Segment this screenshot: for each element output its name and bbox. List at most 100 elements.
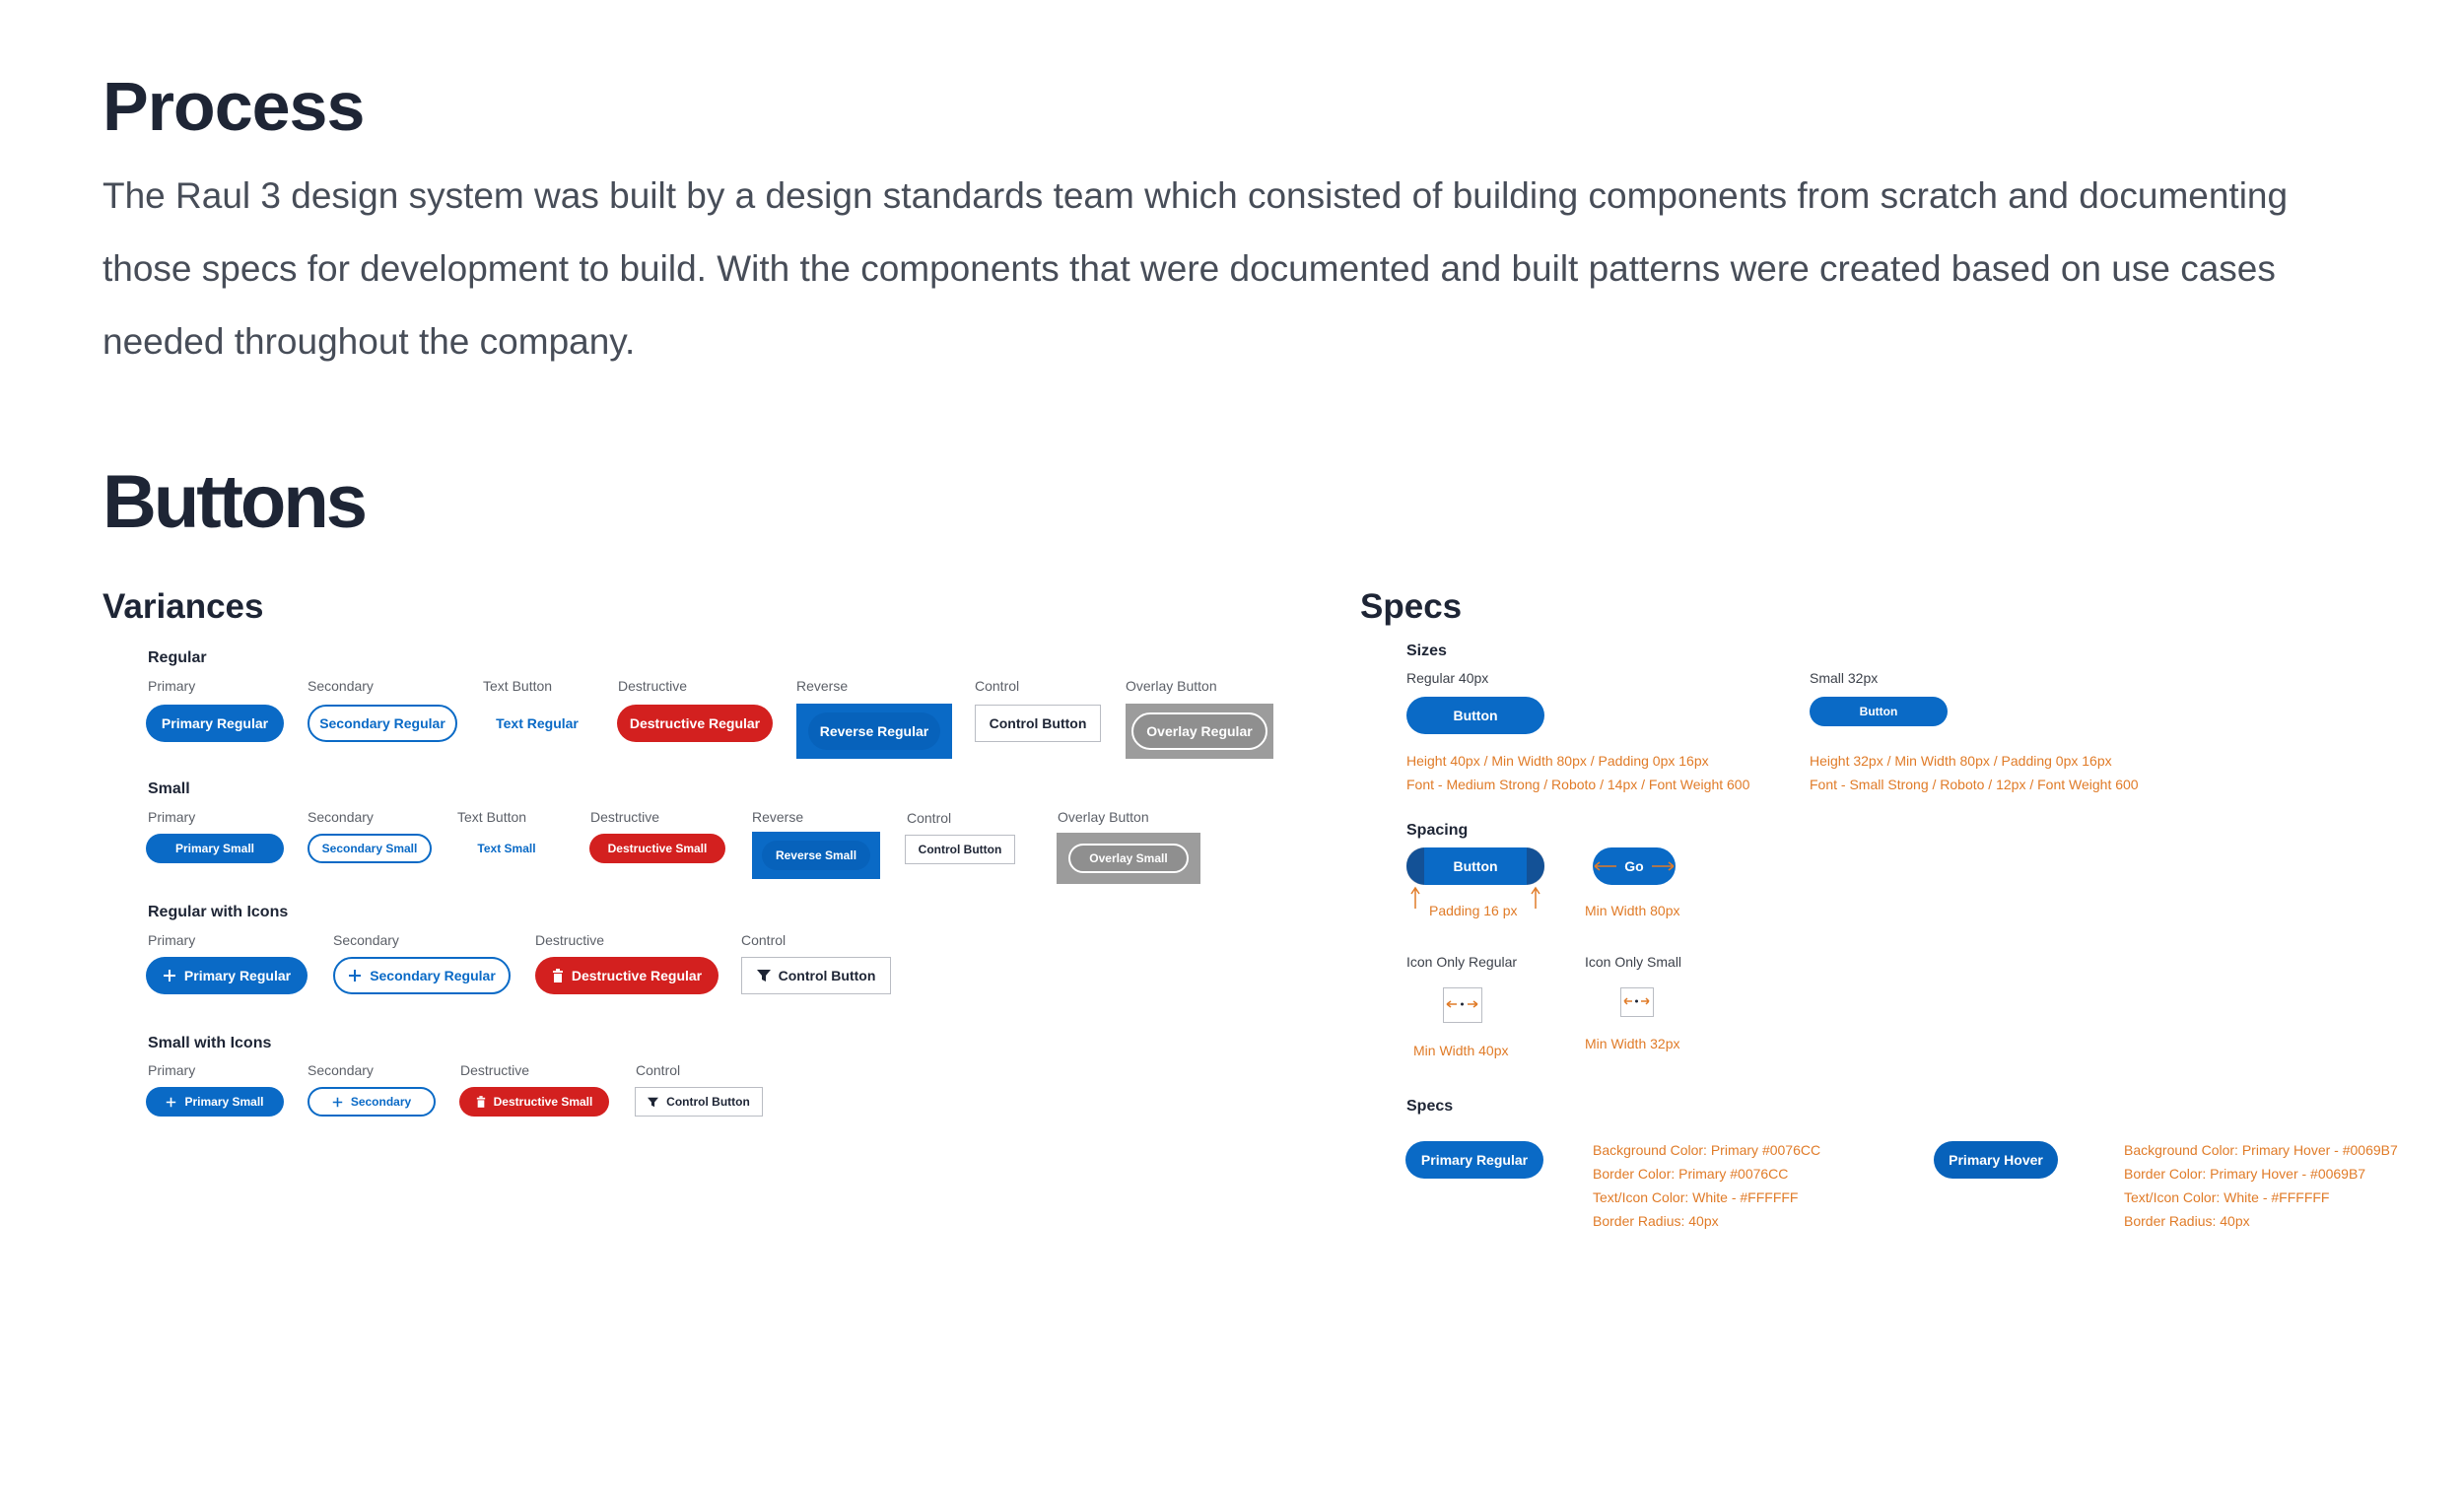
spec-line: Border Radius: 40px <box>1593 1213 1719 1229</box>
destructive-small-button[interactable]: Destructive Small <box>589 834 725 863</box>
button-label: Primary Small <box>184 1095 264 1109</box>
plus-icon <box>348 969 362 982</box>
spec-line: Font - Small Strong / Roboto / 12px / Fo… <box>1810 777 2139 792</box>
destructive-regular-button[interactable]: Destructive Regular <box>617 705 773 742</box>
icon-only-regular-min: Min Width 40px <box>1413 1043 1509 1058</box>
icon-only-small-label: Icon Only Small <box>1585 954 1682 970</box>
label-destructive: Destructive <box>460 1062 530 1078</box>
trash-icon <box>476 1096 486 1108</box>
spacing-button[interactable]: Button <box>1406 847 1544 885</box>
label-destructive: Destructive <box>590 809 660 825</box>
label-control: Control <box>741 932 787 948</box>
button-label: Secondary Regular <box>370 968 496 983</box>
spec-line: Border Color: Primary Hover - #0069B7 <box>2124 1166 2366 1182</box>
text-small-button[interactable]: Text Small <box>477 842 536 855</box>
control-small-button[interactable]: Control Button <box>905 835 1015 864</box>
label-destructive: Destructive <box>535 932 605 948</box>
regular-size-specs: Height 40px / Min Width 80px / Padding 0… <box>1406 749 1749 796</box>
control-regular-button[interactable]: Control Button <box>975 705 1101 742</box>
primary-hover-color-specs: Background Color: Primary Hover - #0069B… <box>2124 1138 2398 1233</box>
width-arrows-icon <box>1623 997 1650 1005</box>
small-size-specs: Height 32px / Min Width 80px / Padding 0… <box>1810 749 2139 796</box>
label-secondary: Secondary <box>308 1062 374 1078</box>
primary-regular-color-specs: Background Color: Primary #0076CC Border… <box>1593 1138 1820 1233</box>
primary-regular-button[interactable]: Primary Regular <box>146 705 284 742</box>
filter-icon <box>648 1097 659 1108</box>
button-label: Go <box>1624 858 1644 874</box>
padding-right-highlight <box>1527 847 1544 885</box>
trash-icon <box>552 969 564 982</box>
overlay-small-button[interactable]: Overlay Small <box>1068 844 1189 873</box>
spec-line: Border Radius: 40px <box>2124 1213 2250 1229</box>
regular-size-button[interactable]: Button <box>1406 697 1544 734</box>
padding-left-highlight <box>1406 847 1424 885</box>
secondary-small-icon-button[interactable]: Secondary <box>308 1087 436 1117</box>
overlay-small-panel: Overlay Small <box>1057 833 1200 884</box>
process-line-1: The Raul 3 design system was built by a … <box>103 175 2289 216</box>
label-primary: Primary <box>148 809 196 825</box>
label-secondary: Secondary <box>308 678 374 694</box>
label-control: Control <box>636 1062 681 1078</box>
variances-heading: Variances <box>103 587 264 626</box>
specs-heading: Specs <box>1360 587 1463 626</box>
label-text-button: Text Button <box>457 809 527 825</box>
icon-only-small-button[interactable] <box>1620 987 1654 1017</box>
primary-regular-spec-button[interactable]: Primary Regular <box>1405 1141 1543 1179</box>
spec-line: Background Color: Primary #0076CC <box>1593 1142 1821 1158</box>
reverse-small-panel: Reverse Small <box>752 832 880 879</box>
spec-line: Font - Medium Strong / Roboto / 14px / F… <box>1406 777 1750 792</box>
padding-arrows-icon <box>1410 886 1540 909</box>
small-size-button[interactable]: Button <box>1810 697 1948 726</box>
label-overlay-button: Overlay Button <box>1126 678 1217 694</box>
control-regular-icon-button[interactable]: Control Button <box>741 957 891 994</box>
label-overlay-button: Overlay Button <box>1058 809 1149 825</box>
button-label: Button <box>1453 858 1498 874</box>
reverse-small-button[interactable]: Reverse Small <box>762 841 870 870</box>
reverse-regular-panel: Reverse Regular <box>796 704 952 759</box>
reverse-regular-button[interactable]: Reverse Regular <box>808 712 940 750</box>
spec-line: Height 32px / Min Width 80px / Padding 0… <box>1810 753 2112 769</box>
primary-regular-icon-button[interactable]: Primary Regular <box>146 957 308 994</box>
width-arrows-icon <box>1446 1000 1478 1008</box>
button-label: Control Button <box>778 968 876 983</box>
label-primary: Primary <box>148 678 196 694</box>
plus-icon <box>166 1097 176 1108</box>
secondary-regular-icon-button[interactable]: Secondary Regular <box>333 957 511 994</box>
label-reverse: Reverse <box>752 809 804 825</box>
control-small-icon-button[interactable]: Control Button <box>635 1087 763 1117</box>
spec-line: Text/Icon Color: White - #FFFFFF <box>2124 1189 2330 1205</box>
primary-hover-spec-button[interactable]: Primary Hover <box>1934 1141 2058 1179</box>
text-regular-button[interactable]: Text Regular <box>496 715 579 731</box>
secondary-regular-button[interactable]: Secondary Regular <box>308 705 457 742</box>
icon-only-regular-button[interactable] <box>1443 987 1482 1023</box>
small-size-label: Small 32px <box>1810 670 1879 686</box>
label-reverse: Reverse <box>796 678 849 694</box>
overlay-regular-button[interactable]: Overlay Regular <box>1131 712 1267 750</box>
process-heading: Process <box>103 68 365 145</box>
spec-line: Text/Icon Color: White - #FFFFFF <box>1593 1189 1799 1205</box>
label-control: Control <box>975 678 1020 694</box>
button-label: Secondary <box>350 1095 412 1109</box>
plus-icon <box>163 969 176 982</box>
label-secondary: Secondary <box>333 932 399 948</box>
min-width-arrows-icon <box>1594 861 1675 871</box>
primary-small-button[interactable]: Primary Small <box>146 834 284 863</box>
sizes-title: Sizes <box>1406 643 1447 659</box>
button-label: Control Button <box>666 1095 750 1109</box>
label-control: Control <box>907 810 952 826</box>
destructive-regular-icon-button[interactable]: Destructive Regular <box>535 957 719 994</box>
secondary-small-button[interactable]: Secondary Small <box>308 834 432 863</box>
color-specs-title: Specs <box>1406 1098 1454 1115</box>
process-description: The Raul 3 design system was built by a … <box>103 160 2464 378</box>
destructive-small-icon-button[interactable]: Destructive Small <box>459 1087 609 1117</box>
process-line-3: needed throughout the company. <box>103 321 636 362</box>
button-label: Primary Regular <box>183 968 292 983</box>
primary-small-icon-button[interactable]: Primary Small <box>146 1087 284 1117</box>
overlay-regular-panel: Overlay Regular <box>1126 704 1273 759</box>
label-primary: Primary <box>148 932 196 948</box>
small-group-title: Small <box>148 780 190 797</box>
label-secondary: Secondary <box>308 809 374 825</box>
spec-line: Height 40px / Min Width 80px / Padding 0… <box>1406 753 1709 769</box>
icon-only-small-min: Min Width 32px <box>1585 1036 1680 1051</box>
spec-line: Background Color: Primary Hover - #0069B… <box>2124 1142 2398 1158</box>
